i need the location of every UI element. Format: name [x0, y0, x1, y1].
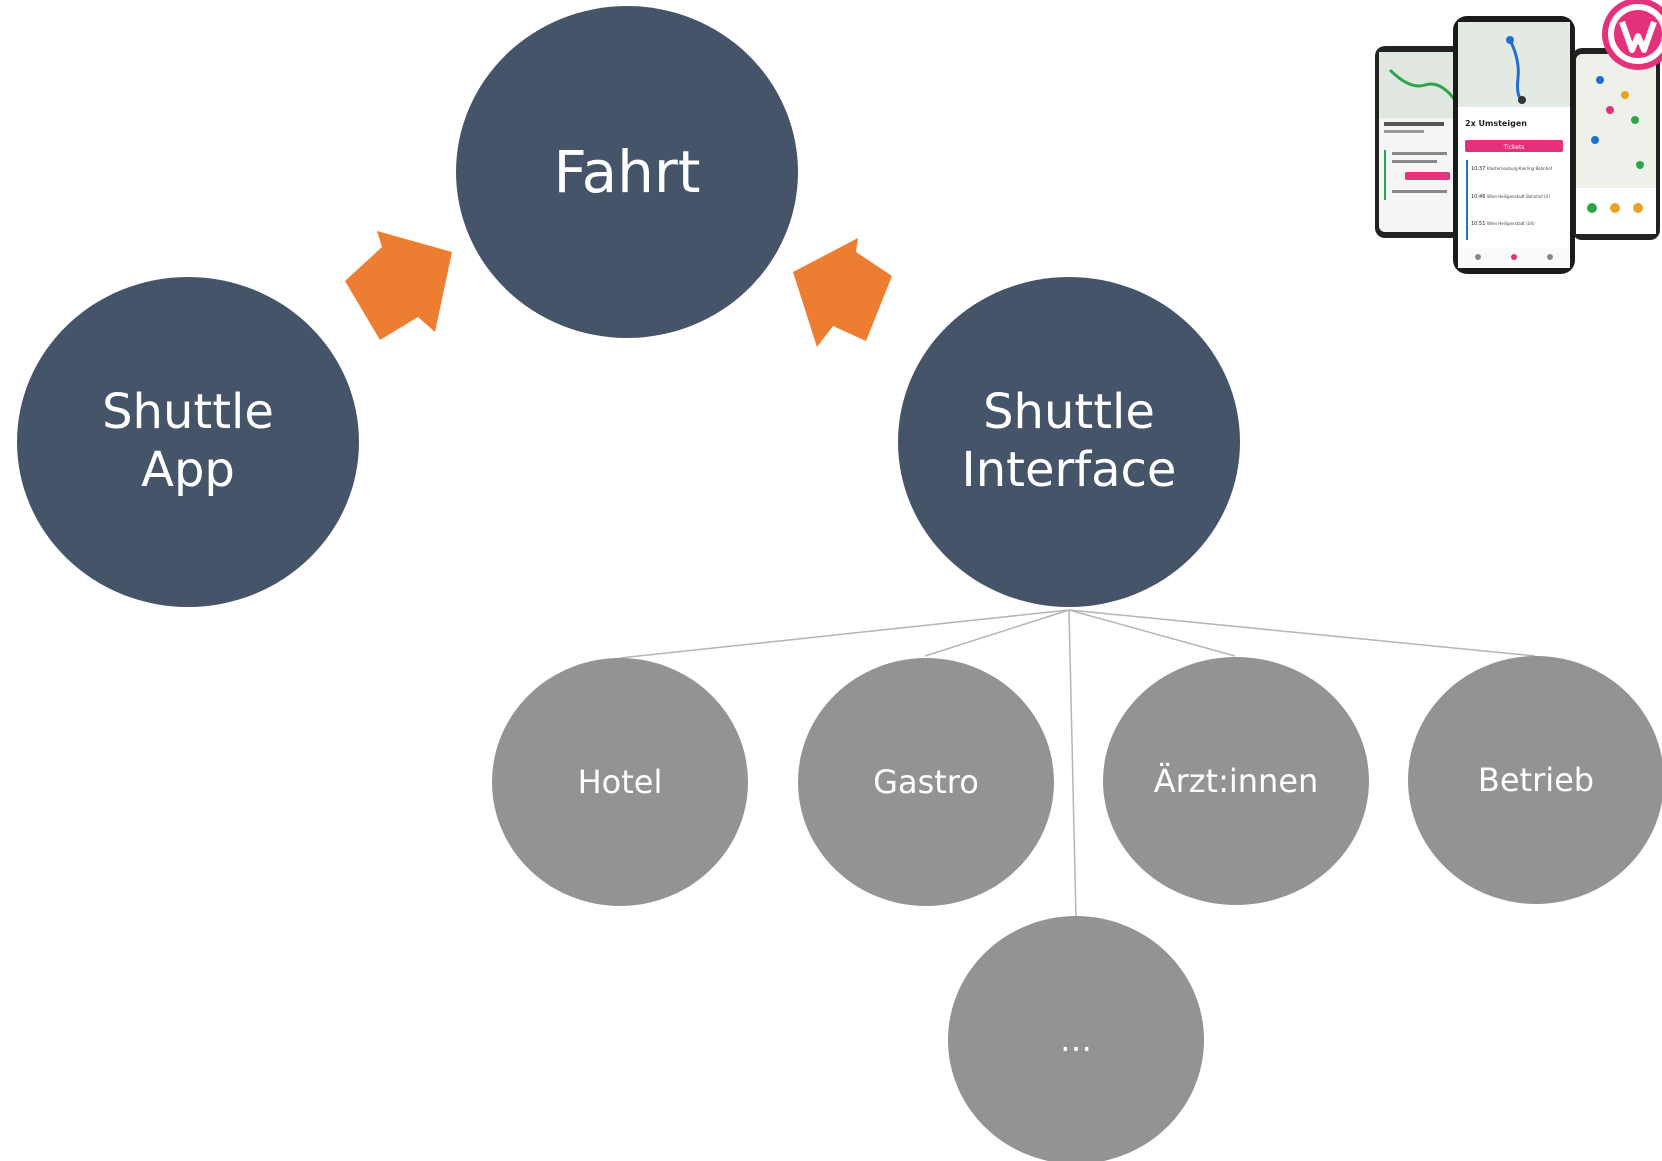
node-shuttle-interface-line1: Shuttle	[983, 384, 1155, 440]
node-more: …	[948, 916, 1204, 1161]
node-hotel-label: Hotel	[578, 763, 663, 801]
wienmobil-logo	[1602, 0, 1662, 70]
phone-left	[1375, 46, 1465, 238]
node-aerzt-innen-label: Ärzt:innen	[1154, 762, 1319, 800]
node-shuttle-app-line1: Shuttle	[102, 384, 274, 440]
connector-more	[1068, 609, 1077, 919]
node-shuttle-interface: Shuttle Interface	[898, 277, 1240, 607]
node-shuttle-app-line2: App	[141, 442, 235, 498]
connector-betrieb	[1068, 609, 1536, 657]
phone-center: 2x Umsteigen Tickets 10:37 Klosterneubur…	[1453, 16, 1575, 274]
arrow-interface-to-fahrt	[793, 238, 892, 347]
connector-aerzt-innen	[1068, 609, 1236, 657]
mockup-stop-2: Wien Heiligenstadt Bahnhof (U)	[1487, 194, 1550, 199]
node-betrieb: Betrieb	[1408, 656, 1662, 904]
node-hotel: Hotel	[492, 658, 748, 906]
node-gastro-label: Gastro	[873, 763, 979, 801]
node-more-label: …	[1060, 1021, 1092, 1059]
phone-right	[1572, 48, 1660, 240]
mockup-time-3: 10:51	[1471, 221, 1485, 227]
mockup-stop-1: Klosterneuburg-Kierling Bahnhof	[1487, 166, 1553, 171]
node-fahrt-label: Fahrt	[554, 138, 701, 206]
node-betrieb-label: Betrieb	[1478, 761, 1594, 799]
mockup-button: Tickets	[1503, 144, 1525, 151]
mockup-heading: 2x Umsteigen	[1465, 119, 1527, 128]
node-fahrt: Fahrt	[456, 6, 798, 338]
connector-gastro	[924, 609, 1070, 657]
app-mockup-image: 2x Umsteigen Tickets 10:37 Klosterneubur…	[1375, 0, 1662, 274]
node-shuttle-interface-line2: Interface	[962, 442, 1177, 498]
mockup-time-2: 10:46	[1471, 194, 1485, 200]
mockup-stop-3: Wien Heiligenstadt (U4)	[1487, 221, 1535, 226]
connector-lines	[619, 609, 1536, 919]
connector-hotel	[619, 609, 1070, 659]
node-gastro: Gastro	[798, 658, 1054, 906]
arrow-app-to-fahrt	[345, 231, 452, 340]
node-shuttle-app: Shuttle App	[17, 277, 359, 607]
mockup-time-1: 10:37	[1471, 166, 1485, 172]
node-aerzt-innen: Ärzt:innen	[1103, 657, 1369, 905]
